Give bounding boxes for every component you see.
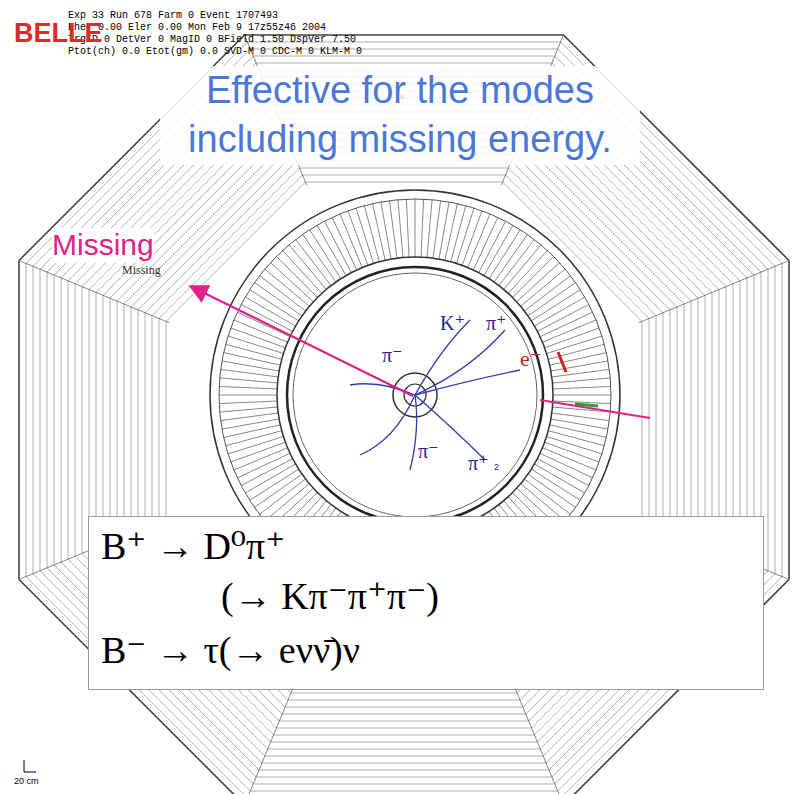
missing-small: Missing bbox=[122, 264, 161, 278]
missing-arrow bbox=[192, 287, 413, 396]
callout-number: 2 bbox=[494, 462, 499, 472]
scale-label: 20 cm bbox=[14, 776, 39, 786]
particle-label: e⁻ bbox=[520, 346, 541, 371]
headline: Effective for the modes including missin… bbox=[160, 66, 640, 165]
missing-label: Missing bbox=[52, 228, 154, 263]
particle-label: π⁺ bbox=[468, 452, 489, 475]
klm-layers bbox=[19, 35, 789, 794]
particle-label: K⁺ bbox=[440, 312, 465, 335]
header-line: TrgID 0 DetVer 0 MagID 0 BField 1.50 Dsp… bbox=[68, 34, 356, 46]
tracks bbox=[350, 320, 520, 470]
formula-line: (→ Kπ⁻π⁺π⁻) bbox=[221, 575, 439, 619]
particle-label: π⁻ bbox=[382, 344, 403, 367]
drift-chamber bbox=[287, 267, 543, 523]
header-line: Eher 0.00 Eler 0.00 Mon Feb 9 17z55z46 2… bbox=[68, 22, 326, 34]
header-line: Ptot(ch) 0.0 Etot(gm) 0.0 SVD-M 0 CDC-M … bbox=[68, 46, 362, 58]
formula-line: B⁺ → D⁰π⁺ bbox=[101, 525, 285, 569]
formula-line: B⁻ → τ(→ eνν̄)ν bbox=[101, 629, 360, 673]
particle-label: π⁺ bbox=[486, 312, 507, 335]
logo: BELLE bbox=[14, 18, 103, 49]
particle-label: π⁻ bbox=[418, 440, 439, 463]
scale-bar bbox=[24, 760, 36, 772]
hits bbox=[388, 95, 650, 566]
formula-box: B⁺ → D⁰π⁺ (→ Kπ⁻π⁺π⁻) B⁻ → τ(→ eνν̄)ν bbox=[88, 516, 764, 690]
